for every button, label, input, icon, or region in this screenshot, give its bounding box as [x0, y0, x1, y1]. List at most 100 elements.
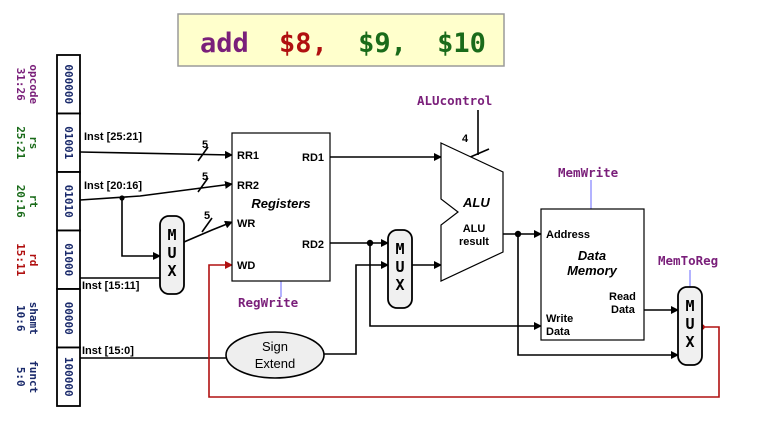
- memwrite-label: MemWrite: [558, 165, 619, 180]
- write-data-port-label-1: Write: [546, 313, 573, 325]
- mux-letter: M: [685, 297, 694, 315]
- rr2-bus-slash: [197, 177, 209, 193]
- sign-extend-ellipse: [225, 331, 325, 379]
- control-signal-labels: RegWrite ALUcontrol MemWrite MemToReg: [238, 93, 718, 310]
- rr2-port-label: RR2: [237, 180, 259, 192]
- field-range-rd: 15:11: [14, 243, 27, 276]
- regdst-mux-box: [159, 215, 185, 295]
- field-bits-rd: 01000: [62, 243, 75, 276]
- field-bits-rs: 01001: [62, 126, 75, 159]
- junction-dots: [119, 195, 522, 247]
- alusrc-mux-box: [387, 229, 413, 309]
- rr1-bus-slash: [197, 146, 209, 162]
- inst-15-0-label: Inst [15:0]: [82, 345, 134, 357]
- bus-width-labels: 5 5 5 4: [202, 133, 469, 222]
- alu-control-width-label: 4: [462, 133, 469, 145]
- field-label-rt: rt20:16: [14, 185, 40, 218]
- mux-letter: U: [395, 258, 404, 276]
- memtoreg-mux-box: [677, 286, 703, 366]
- field-bits-shamt: 00000: [62, 302, 75, 335]
- instruction-banner-bg: [177, 13, 505, 67]
- wr-bus-slash: [201, 217, 213, 233]
- regwrite-label: RegWrite: [238, 295, 299, 310]
- mux-letter: U: [167, 244, 176, 262]
- alu-title: ALU: [462, 195, 490, 210]
- write-data-port-label-2: Data: [546, 326, 571, 338]
- field-name-shamt: shamt: [27, 302, 40, 335]
- instruction-rd: $8,: [279, 28, 328, 59]
- wire-memtoreg-to-wd: [208, 261, 720, 398]
- wire-rs-to-rr1: [79, 150, 233, 159]
- rr2-width-label: 5: [202, 171, 208, 183]
- rd1-port-label: RD1: [302, 152, 324, 164]
- instruction-rs: $9,: [358, 28, 407, 59]
- field-bits-opcode: 000000: [62, 64, 75, 104]
- junction-rd2: [366, 239, 374, 247]
- data-memory-title-1: Data: [578, 248, 606, 263]
- sign-extend-label-1: Sign: [262, 339, 288, 354]
- field-range-opcode: 31:26: [14, 68, 27, 101]
- alu-shape: [440, 142, 504, 282]
- inst-15-11-label: Inst [15:11]: [82, 280, 140, 292]
- field-label-opcode: opcode31:26: [14, 64, 40, 104]
- field-name-rt: rt: [27, 195, 40, 208]
- registers-block: RR1 RR2 WR WD RD1 RD2 Registers: [231, 132, 331, 282]
- field-label-rs: rs25:21: [14, 126, 40, 159]
- field-range-rs: 25:21: [14, 126, 27, 159]
- wire-rt-to-regdst-mux: [121, 198, 161, 260]
- field-range-shamt: 10:6: [14, 305, 27, 332]
- registers-box: [231, 132, 331, 282]
- alu-block: ALU ALU result: [440, 142, 504, 282]
- instruction-rt: $10: [437, 28, 486, 59]
- rr1-width-label: 5: [202, 139, 208, 151]
- memtoreg-label: MemToReg: [658, 253, 718, 268]
- alusrc-mux: MUX: [387, 229, 413, 309]
- field-bits-funct: 100000: [62, 357, 75, 397]
- field-name-rs: rs: [27, 136, 40, 149]
- rd2-port-label: RD2: [302, 239, 324, 251]
- field-name-rd: rd: [27, 253, 40, 266]
- inst-20-16-label: Inst [20:16]: [84, 180, 142, 192]
- field-name-opcode: opcode: [27, 64, 40, 104]
- data-memory-title-2: Memory: [567, 263, 618, 278]
- rr1-port-label: RR1: [237, 150, 259, 162]
- field-bits-rt: 01010: [62, 185, 75, 218]
- inst-labels: Inst [25:21] Inst [20:16] Inst [15:11] I…: [82, 131, 142, 357]
- junction-rt: [119, 195, 125, 201]
- writeback-wire: [208, 261, 720, 398]
- wire-signext-to-alusrc-mux: [324, 261, 389, 355]
- wr-width-label: 5: [204, 210, 210, 222]
- registers-title: Registers: [251, 196, 310, 211]
- mux-letter: M: [395, 240, 404, 258]
- mux-letter: M: [167, 226, 176, 244]
- instruction-fields: 000000 opcode31:26 01001 rs25:21 01010 rt20:1…: [14, 54, 81, 407]
- field-name-funct: funct: [27, 360, 40, 393]
- sign-extend-label-2: Extend: [255, 356, 295, 371]
- mux-letter: X: [685, 333, 694, 351]
- alu-result-label-1: ALU: [463, 223, 486, 235]
- read-data-port-label-1: Read: [609, 291, 636, 303]
- memtoreg-mux: MUX: [677, 286, 703, 366]
- wr-port-label: WR: [237, 218, 255, 230]
- mux-letter: U: [685, 315, 694, 333]
- mux-letter: X: [395, 276, 404, 294]
- control-lines: [280, 180, 691, 297]
- read-data-port-label-2: Data: [611, 304, 636, 316]
- alu-result-label-2: result: [459, 236, 489, 248]
- address-port-label: Address: [546, 229, 590, 241]
- instruction-banner: add $8, $9, $10: [177, 13, 505, 67]
- field-cell-5: [56, 346, 81, 407]
- wire-rd2-to-write-data: [369, 243, 542, 330]
- regdst-mux: MUX: [159, 215, 185, 295]
- field-label-shamt: shamt10:6: [14, 302, 40, 335]
- wire-regdst-mux-to-wr: [183, 220, 233, 243]
- junction-alu-result: [514, 230, 522, 238]
- data-memory-box: [540, 208, 645, 341]
- instruction-op: add: [200, 28, 249, 59]
- inst-25-21-label: Inst [25:21]: [84, 131, 142, 143]
- mux-letter: X: [167, 262, 176, 280]
- field-label-funct: funct5:0: [14, 360, 40, 393]
- alucontrol-label: ALUcontrol: [417, 93, 492, 108]
